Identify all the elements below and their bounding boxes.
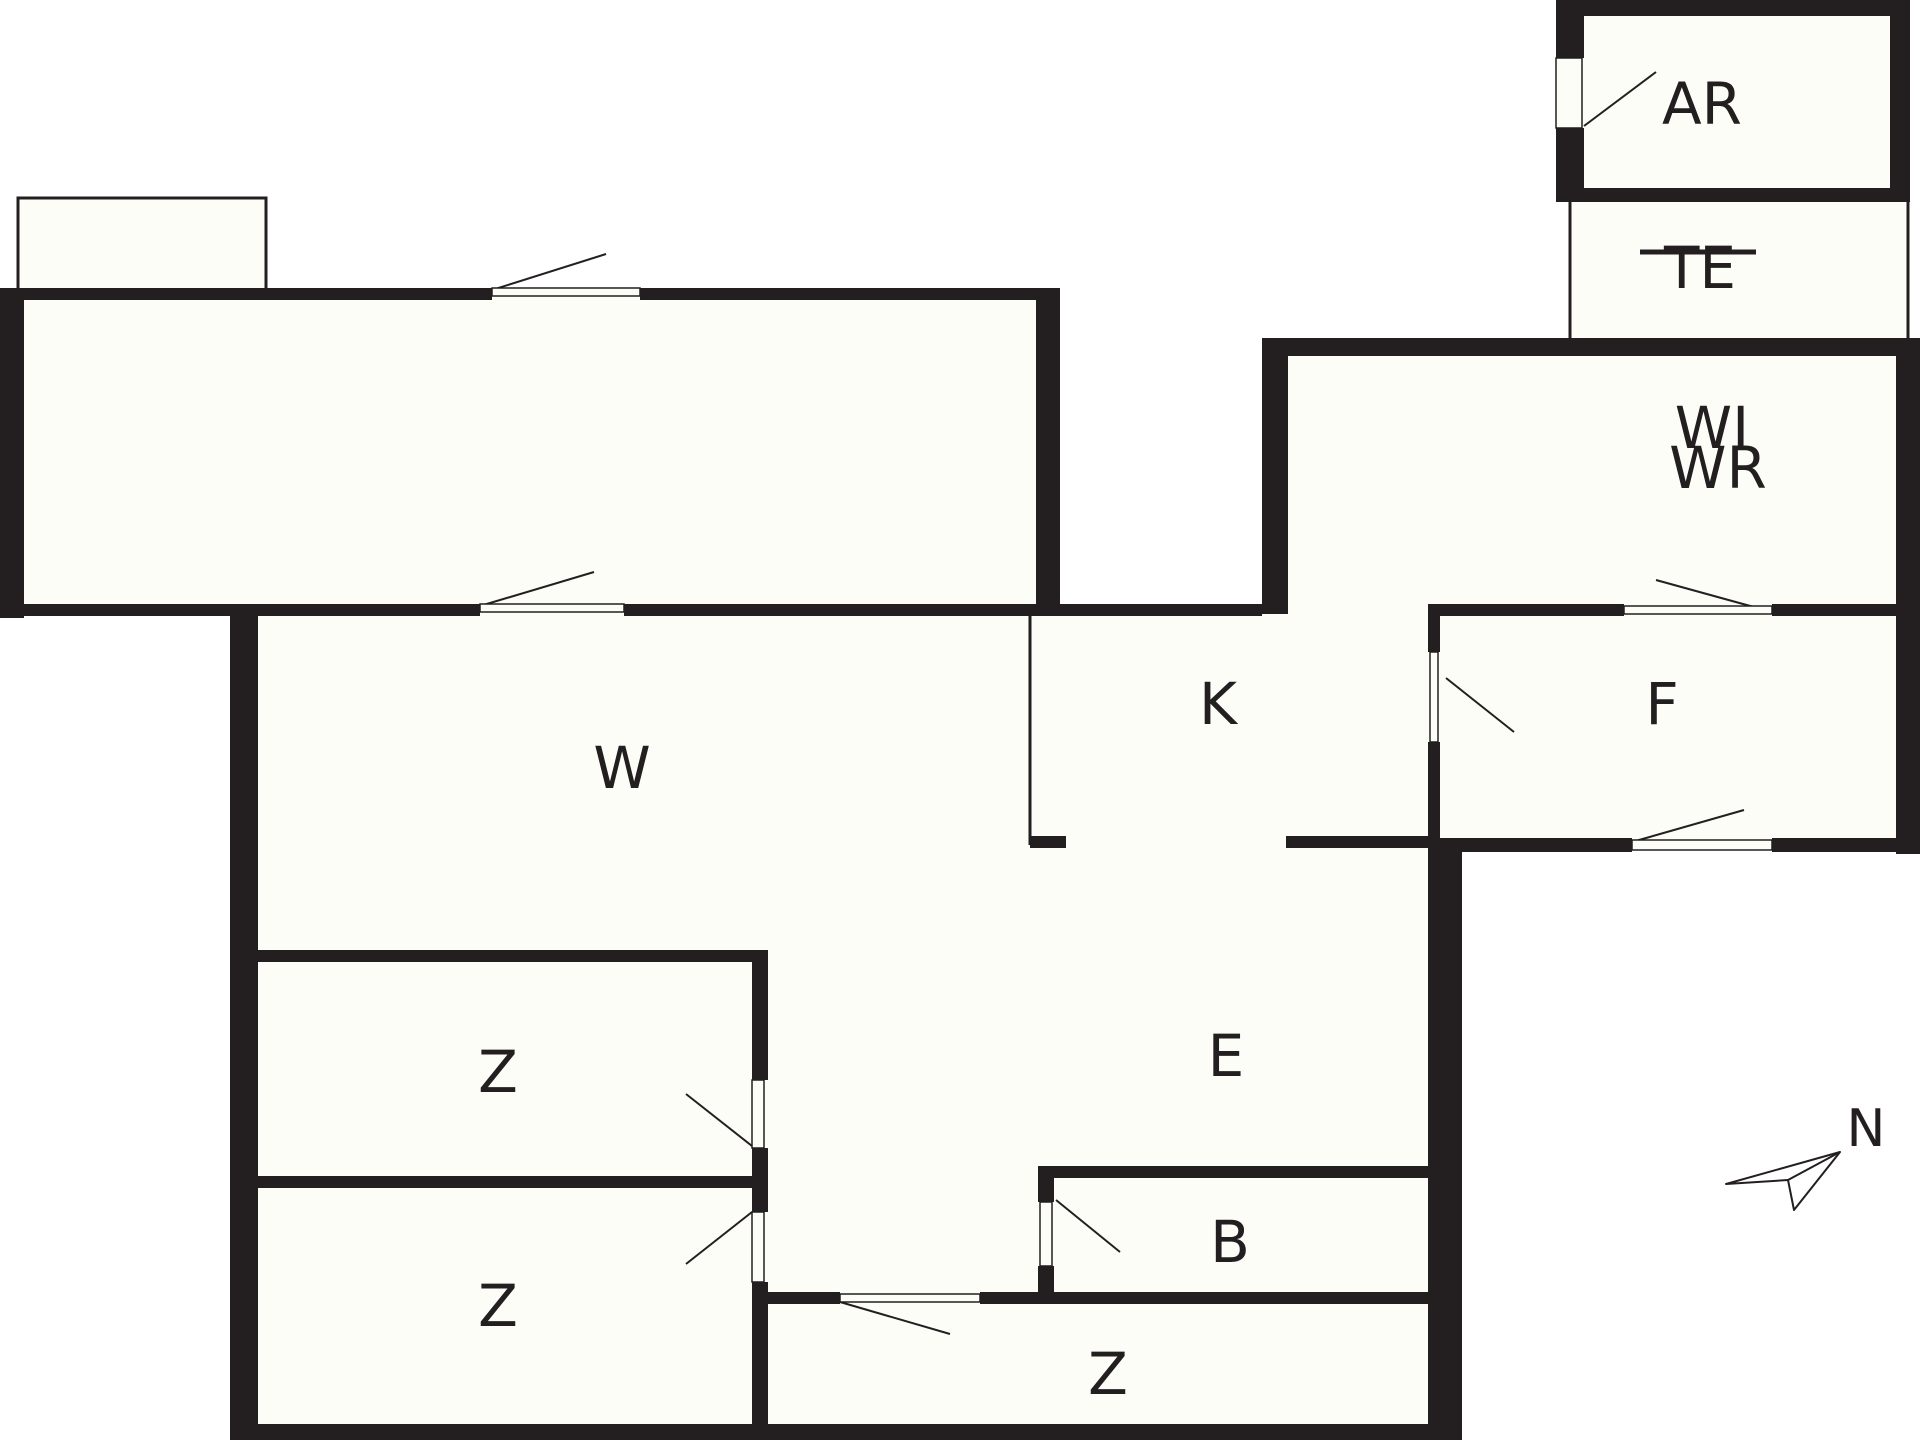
floor-fills <box>12 12 1916 1428</box>
door-swing-bedroom2 <box>685 1211 753 1265</box>
door-leaf-living <box>479 603 625 613</box>
wall-terrace-north-a <box>0 288 492 300</box>
wall-west <box>230 604 258 1440</box>
utility-floor <box>1438 612 1916 847</box>
wall-bathroom-west-a <box>1038 1166 1054 1202</box>
wi-wr-floor <box>1274 352 1916 614</box>
wall-storage-east <box>1890 0 1910 202</box>
wall-kitchen-south-b <box>1286 836 1438 848</box>
door-openings <box>479 57 1773 1303</box>
terrace-north-floor <box>18 198 266 290</box>
wall-kitchen-west-stub <box>1030 836 1066 848</box>
wall-terrace-east <box>1036 288 1060 610</box>
wall-wiwr-east <box>1896 338 1920 614</box>
wall-wiwr-west <box>1262 338 1288 614</box>
room-label-bathroom: B <box>1210 1208 1250 1276</box>
door-swing-bathroom <box>1055 1199 1121 1253</box>
room-label-storage: AR <box>1662 70 1742 138</box>
wall-terrace-west <box>0 288 24 618</box>
room-label-hall: E <box>1208 1022 1245 1090</box>
storage-floor <box>1568 12 1898 196</box>
room-labels: W K F E Z Z Z B WI WR AR TE <box>478 70 1767 1408</box>
living-hall-floor <box>248 610 1428 1428</box>
door-swing-utility-exterior <box>1631 809 1745 843</box>
wall-kitchen-east-b <box>1428 742 1440 848</box>
door-swing-terrace-north <box>491 253 607 291</box>
north-arrow-icon <box>1725 1151 1841 1211</box>
door-swing-storage <box>1583 71 1657 127</box>
wall-bedrooms-east-b <box>752 1148 768 1212</box>
room-label-bedroom-1: Z <box>478 1038 518 1106</box>
wall-utility-south-b <box>1772 838 1920 852</box>
room-label-utility: F <box>1645 670 1678 738</box>
wall-storage-west-a <box>1556 0 1584 58</box>
room-label-wi: WI <box>1675 394 1749 462</box>
room-label-bedroom-2: Z <box>478 1272 518 1340</box>
technical-floor <box>1570 200 1908 340</box>
wall-bathroom-west-b <box>1038 1266 1054 1304</box>
wall-terrace-south-b <box>624 604 1060 616</box>
wall-kitchen-east-a <box>1428 612 1440 652</box>
wall-utility-east <box>1896 604 1920 854</box>
wall-bedroom3-north-b <box>980 1292 1450 1304</box>
door-swing-bedroom1 <box>685 1093 753 1147</box>
wall-kitchen-north <box>1030 604 1262 616</box>
room-label-technical: TE <box>1663 234 1736 302</box>
room-label-kitchen: K <box>1199 670 1239 738</box>
room-label-bedroom-3: Z <box>1088 1340 1128 1408</box>
wall-bedroom-divider <box>248 1176 756 1188</box>
door-leaf-bathroom <box>1039 1201 1053 1267</box>
door-leaf-bedroom3 <box>839 1293 981 1303</box>
door-leaf-utility-wiwr <box>1623 605 1773 615</box>
wall-bedroom1-north <box>248 950 768 962</box>
room-label-wr: WR <box>1669 434 1767 502</box>
terrace-floor <box>12 292 1054 610</box>
room-label-living: W <box>593 734 650 802</box>
wall-bedroom3-north-a <box>752 1292 840 1304</box>
wall-hall-east <box>1428 840 1462 1440</box>
door-swing-living-terrace <box>479 571 595 607</box>
wall-utility-north-b <box>1772 604 1920 616</box>
wall-wiwr-north <box>1262 338 1920 356</box>
wall-south <box>230 1424 1460 1440</box>
north-arrow: N <box>1725 1099 1886 1211</box>
door-swing-bedroom3 <box>839 1301 951 1335</box>
door-swing-kitchen-utility <box>1445 677 1515 733</box>
north-label: N <box>1847 1099 1886 1159</box>
wall-utility-south-a <box>1428 838 1632 852</box>
door-leaf-terrace-north <box>491 287 641 297</box>
door-leaf-bedroom1 <box>751 1079 765 1149</box>
wall-bathroom-north <box>1038 1166 1438 1178</box>
door-leaf-storage <box>1555 57 1583 129</box>
wall-bedrooms-east-a <box>752 950 768 1080</box>
kitchen-floor <box>1030 612 1430 847</box>
wall-storage-north <box>1556 0 1896 16</box>
door-leaf-bedroom2 <box>751 1211 765 1283</box>
door-leaf-utility-exterior <box>1631 839 1773 851</box>
wall-bedrooms-east-c <box>752 1282 768 1440</box>
wall-utility-north-a <box>1428 604 1624 616</box>
wall-storage-south <box>1556 188 1910 202</box>
wall-terrace-north-b <box>640 288 1060 300</box>
door-leaf-kitchen-utility <box>1429 651 1439 743</box>
